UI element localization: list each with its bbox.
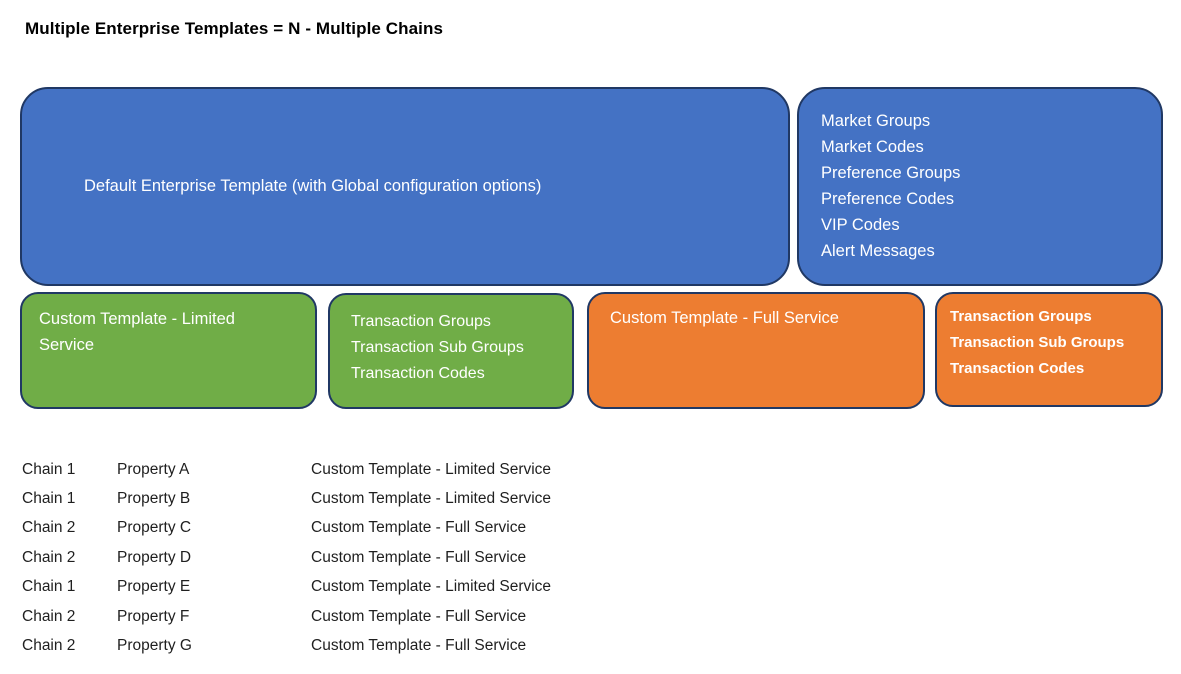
custom-template-limited-service-box: Custom Template - Limited Service	[20, 292, 317, 409]
table-cell: Property D	[117, 548, 192, 566]
list-item: VIP Codes	[821, 216, 900, 234]
table-cell: Property A	[117, 460, 190, 478]
table-row: Chain 1 Property A Custom Template - Limit…	[22, 455, 551, 484]
table-cell: Property G	[117, 637, 192, 655]
list-item: Transaction Codes	[351, 365, 485, 382]
list-item: Preference Groups	[821, 164, 961, 182]
table-cell: Chain 1	[22, 578, 76, 596]
list-item: Transaction Groups	[351, 313, 491, 330]
custom-template-limited-service-label: Custom Template - Limited Service	[39, 310, 235, 354]
custom-template-full-service-box: Custom Template - Full Service	[587, 292, 925, 409]
table-cell: Chain 2	[22, 519, 76, 537]
list-item: Alert Messages	[821, 242, 935, 260]
list-item: Transaction Groups	[950, 308, 1092, 325]
table-cell: Custom Template - Full Service	[311, 519, 527, 537]
list-item: Transaction Sub Groups	[351, 339, 524, 356]
table-row: Chain 2 Property C Custom Template - Full …	[22, 514, 551, 543]
table-row: Chain 2 Property D Custom Template - Full …	[22, 543, 551, 572]
list-item: Market Groups	[821, 112, 931, 130]
table-cell: Custom Template - Full Service	[311, 607, 527, 625]
table-cell: Chain 1	[22, 460, 76, 478]
chain-property-template-table: Chain 1 Property A Custom Template - Limit…	[22, 455, 551, 661]
table-cell: Custom Template - Limited Service	[311, 460, 552, 478]
table-cell: Chain 2	[22, 548, 76, 566]
page-title: Multiple Enterprise Templates = N - Mult…	[25, 19, 444, 38]
table-cell: Chain 2	[22, 607, 76, 625]
list-item: Transaction Codes	[950, 360, 1085, 377]
table-row: Chain 1 Property E Custom Template - Limit…	[22, 573, 551, 602]
default-enterprise-template-label: Default Enterprise Template (with Global…	[84, 177, 542, 195]
default-enterprise-template-box: Default Enterprise Template (with Global…	[20, 87, 790, 286]
table-cell: Property F	[117, 607, 190, 625]
table-row: Chain 2 Property G Custom Template - Full …	[22, 631, 551, 660]
table-cell: Property B	[117, 490, 191, 508]
table-cell: Chain 2	[22, 637, 76, 655]
table-cell: Property E	[117, 578, 191, 596]
table-cell: Chain 1	[22, 490, 76, 508]
list-item: Preference Codes	[821, 190, 954, 208]
custom-template-full-service-label: Custom Template - Full Service	[610, 309, 839, 327]
table-row: Chain 2 Property F Custom Template - Full …	[22, 602, 551, 631]
list-item: Transaction Sub Groups	[950, 334, 1125, 351]
table-cell: Custom Template - Full Service	[311, 548, 527, 566]
table-cell: Custom Template - Full Service	[311, 637, 527, 655]
table-cell: Custom Template - Limited Service	[311, 578, 552, 596]
list-item: Market Codes	[821, 138, 924, 156]
table-row: Chain 1 Property B Custom Template - Limit…	[22, 484, 551, 513]
table-cell: Property C	[117, 519, 192, 537]
table-cell: Custom Template - Limited Service	[311, 490, 552, 508]
